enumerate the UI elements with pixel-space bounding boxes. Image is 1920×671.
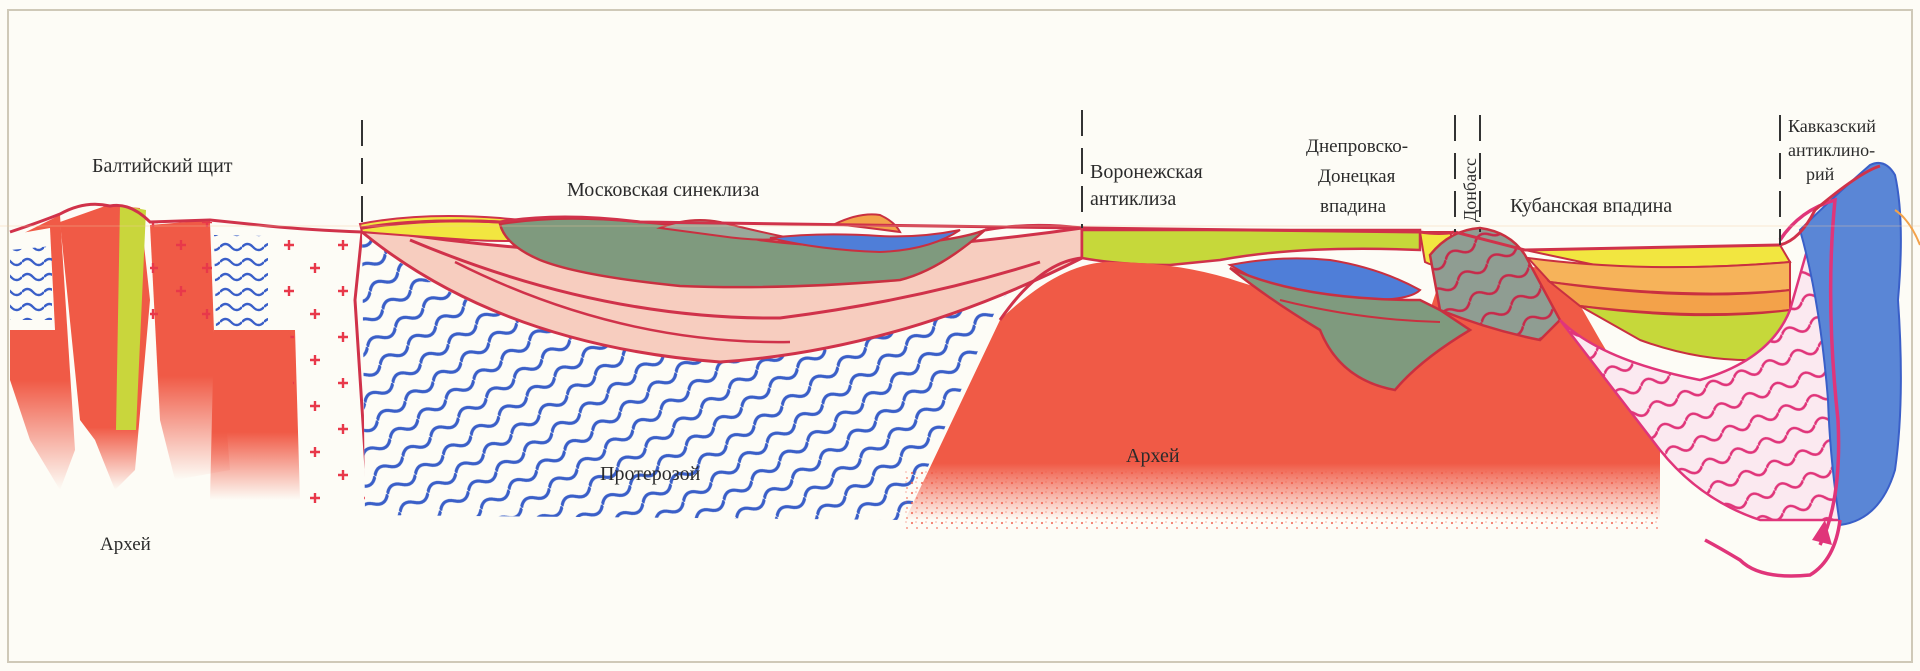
label-dnieper-line3: впадина <box>1320 196 1387 217</box>
label-caucasus-line3: рий <box>1806 164 1835 184</box>
label-archean-left: Архей <box>100 534 151 555</box>
label-baltic-shield: Балтийский щит <box>92 155 233 177</box>
label-dnieper-line2: Донецкая <box>1318 166 1396 187</box>
label-proterozoic: Протерозой <box>600 463 701 485</box>
label-voronezh-line1: Воронежская <box>1090 161 1203 183</box>
baltic-shield-block <box>10 204 370 510</box>
label-donbass: Донбасс <box>1460 158 1480 222</box>
label-archean-center: Архей <box>1126 445 1180 467</box>
label-caucasus-line2: антиклино- <box>1788 140 1875 160</box>
label-dnieper-line1: Днепровско- <box>1306 136 1408 157</box>
label-voronezh-line2: антиклиза <box>1090 188 1176 210</box>
label-moscow-syneclise: Московская синеклиза <box>567 179 760 201</box>
label-kuban: Кубанская впадина <box>1510 195 1672 217</box>
label-caucasus-line1: Кавказский <box>1788 116 1876 136</box>
